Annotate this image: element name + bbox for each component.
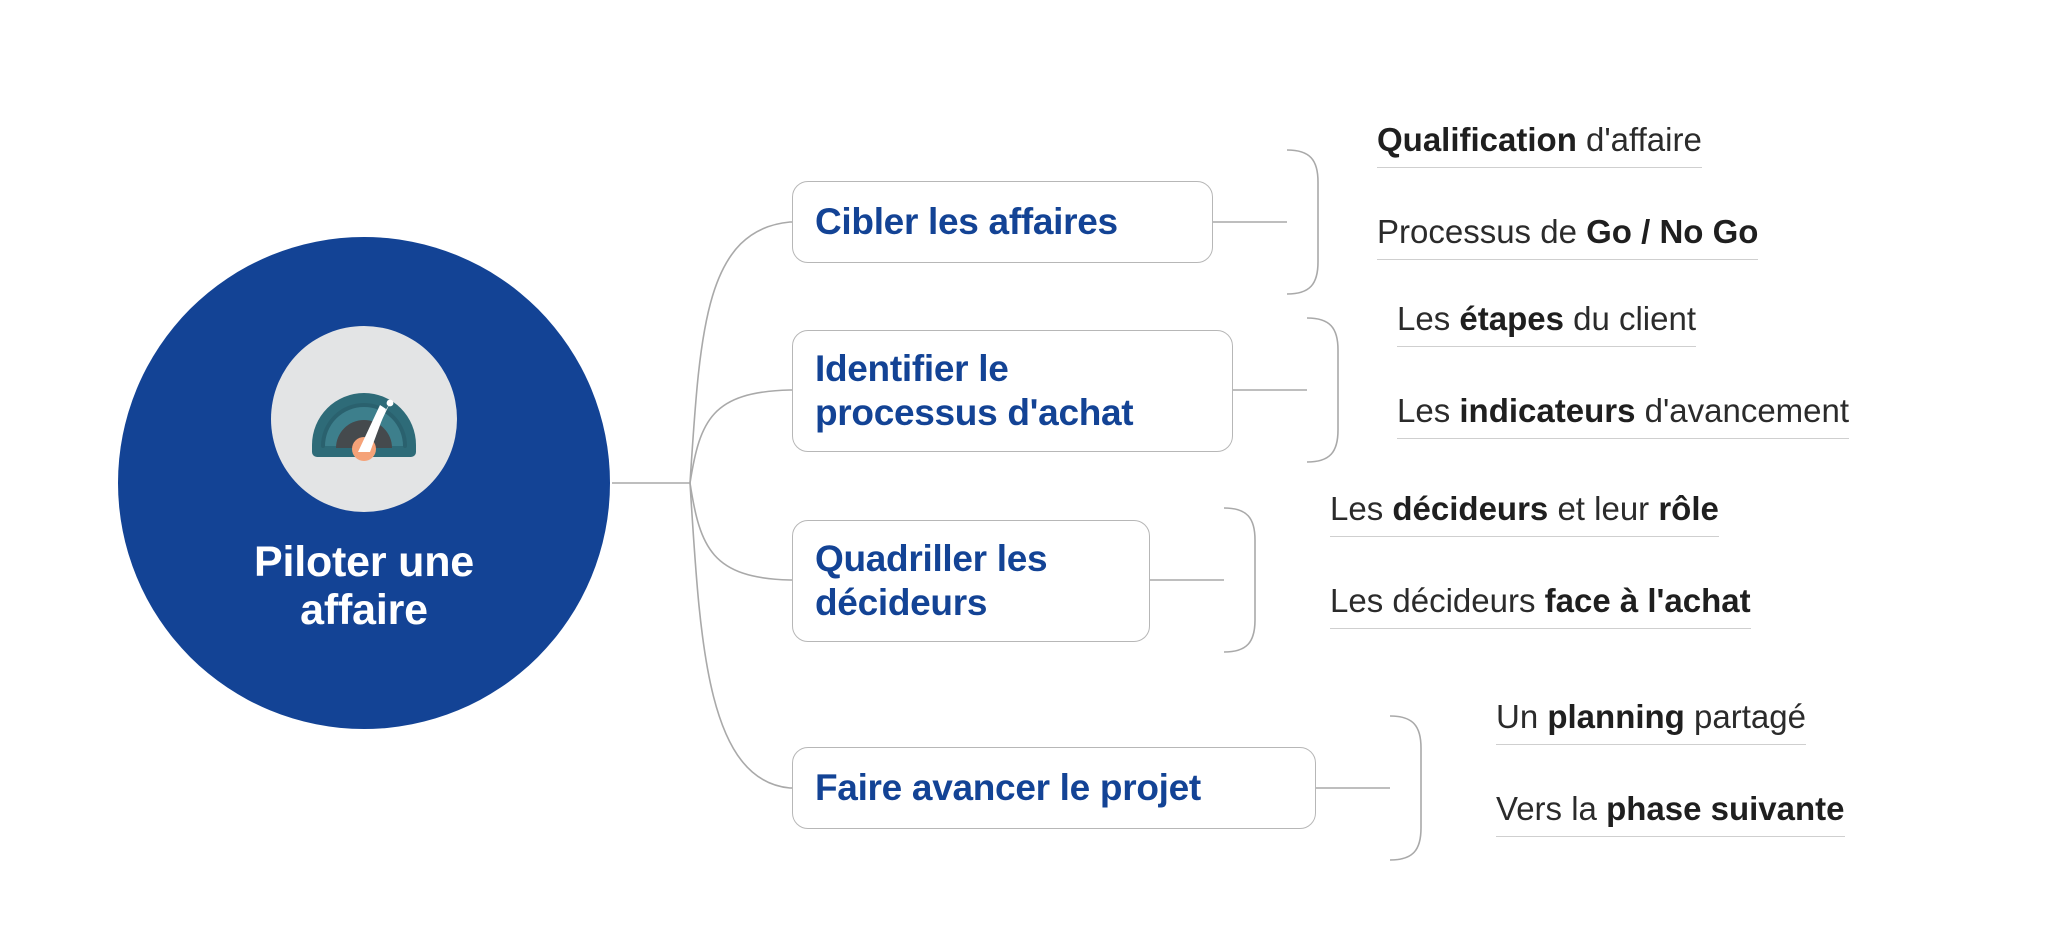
leaf-plain-text: Vers la xyxy=(1496,790,1607,827)
leaf-plain-text-end: du client xyxy=(1563,300,1697,337)
branch-node-identifier-le-processus-achat[interactable]: Identifier le processus d'achat xyxy=(792,330,1233,452)
leaf-node-decideurs-face-achat[interactable]: Les décideurs face à l'achat xyxy=(1330,582,1751,630)
connector-branch-2 xyxy=(689,389,792,484)
leaf-plain-text: d'affaire xyxy=(1576,121,1702,158)
branch-label: Cibler les affaires xyxy=(815,201,1118,243)
connector-b4-bracket xyxy=(1389,715,1422,861)
leaf-plain-text: Les décideurs xyxy=(1330,582,1545,619)
leaf-bold-text: décideurs xyxy=(1392,490,1549,527)
branch-label: Identifier le processus d'achat xyxy=(815,348,1134,433)
leaf-plain-text: Les xyxy=(1397,392,1460,429)
branch-node-quadriller-les-decideurs[interactable]: Quadriller les décideurs xyxy=(792,520,1150,642)
branch-label: Quadriller les décideurs xyxy=(815,538,1048,623)
root-label: Piloter une affaire xyxy=(253,537,474,634)
branch-label: Faire avancer le projet xyxy=(815,767,1201,809)
leaf-plain-text: Les xyxy=(1330,490,1393,527)
leaf-node-etapes-du-client[interactable]: Les étapes du client xyxy=(1397,300,1697,348)
leaf-node-indicateurs-avancement[interactable]: Les indicateurs d'avancement xyxy=(1397,392,1850,440)
leaf-node-vers-phase-suivante[interactable]: Vers la phase suivante xyxy=(1496,790,1845,838)
leaf-plain-text: Processus de xyxy=(1377,213,1587,250)
leaf-node-processus-go-no-go[interactable]: Processus de Go / No Go xyxy=(1377,213,1759,261)
connector-b2-bracket xyxy=(1306,317,1339,463)
leaf-bold-text: indicateurs xyxy=(1459,392,1636,429)
leaf-node-planning-partage[interactable]: Un planning partagé xyxy=(1496,698,1806,746)
leaf-node-decideurs-et-leur-role[interactable]: Les décideurs et leur rôle xyxy=(1330,490,1719,538)
leaf-plain-text: Un xyxy=(1496,698,1548,735)
branch-node-faire-avancer-le-projet[interactable]: Faire avancer le projet xyxy=(792,747,1316,829)
leaf-bold-text: phase suivante xyxy=(1606,790,1845,827)
leaf-bold-text: étapes xyxy=(1459,300,1564,337)
leaf-plain-text: Les xyxy=(1397,300,1460,337)
leaf-bold-text: Go / No Go xyxy=(1586,213,1759,250)
leaf-plain-text-end: partagé xyxy=(1684,698,1806,735)
leaf-node-qualification-affaire[interactable]: Qualification d'affaire xyxy=(1377,121,1702,169)
leaf-bold-text: Qualification xyxy=(1377,121,1577,158)
leaf-bold-text-2: rôle xyxy=(1658,490,1719,527)
leaf-plain-text-mid: et leur xyxy=(1548,490,1659,527)
connector-b3-bracket xyxy=(1223,507,1256,653)
connector-branch-3 xyxy=(689,482,792,581)
connector-branch-1 xyxy=(689,221,792,484)
connector-b1-bracket xyxy=(1286,149,1319,295)
leaf-bold-text: planning xyxy=(1547,698,1685,735)
connector-branch-4 xyxy=(689,482,792,789)
gauge-icon xyxy=(271,325,457,512)
branch-node-cibler-les-affaires[interactable]: Cibler les affaires xyxy=(792,181,1213,263)
root-node[interactable]: Piloter une affaire xyxy=(118,237,610,729)
leaf-plain-text-end: d'avancement xyxy=(1635,392,1850,429)
leaf-bold-text: face à l'achat xyxy=(1544,582,1751,619)
